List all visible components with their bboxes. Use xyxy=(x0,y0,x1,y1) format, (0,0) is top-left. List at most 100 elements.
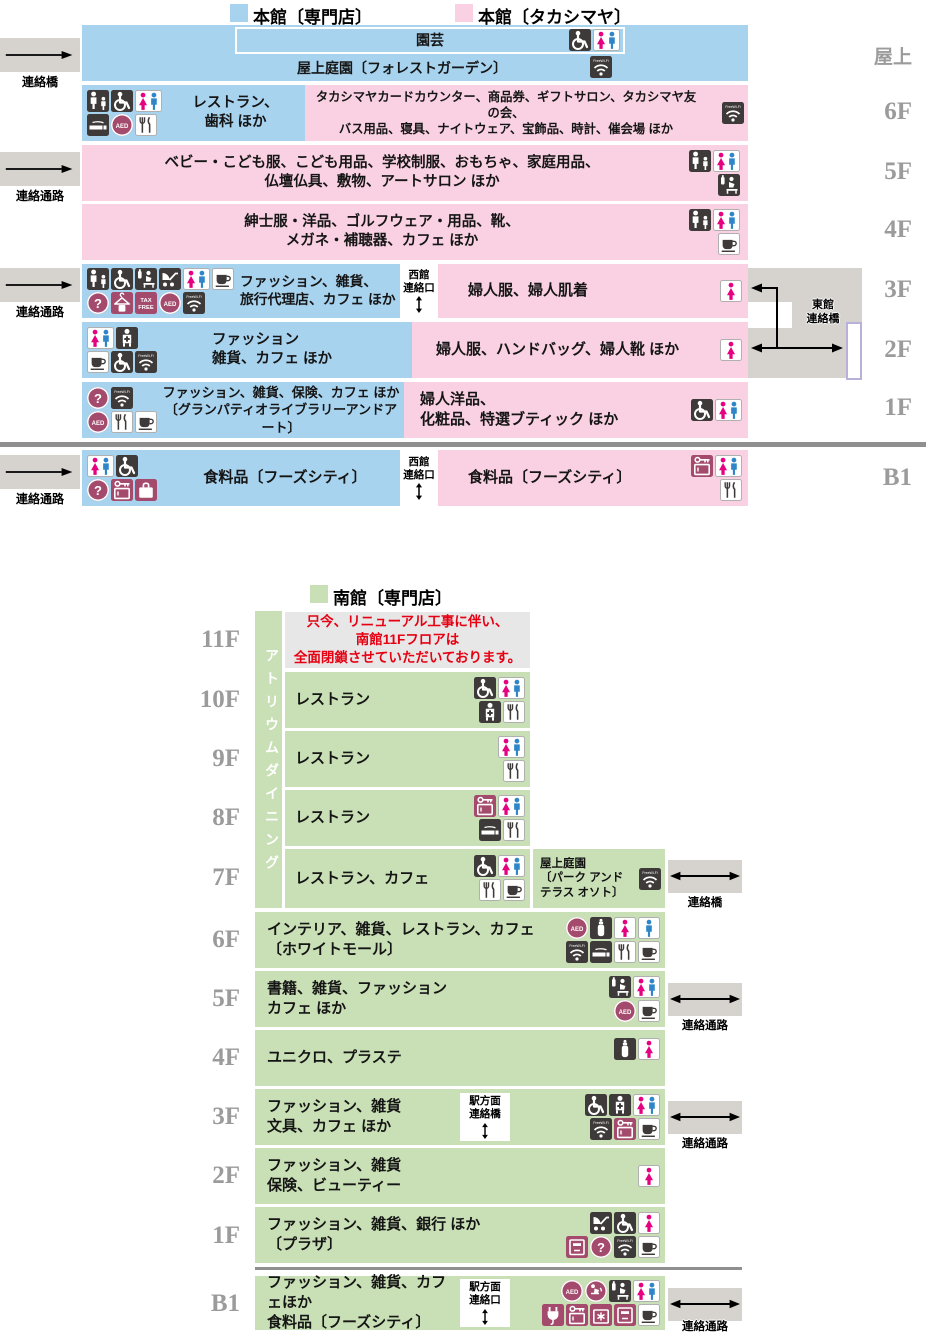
right-arrow-icon xyxy=(5,164,73,174)
main-floor-label-6f: 6F xyxy=(884,98,912,125)
smoking-icon xyxy=(479,819,501,841)
atrium-dining-strip: アトリウムダイニング xyxy=(255,611,282,908)
icon-group: FreeWi-Fi xyxy=(87,327,157,373)
south-floor-label-1f: 1F xyxy=(212,1222,240,1249)
west-gate-label: 西館 連絡口 xyxy=(403,268,435,294)
legend-main-takashimaya: 本館〔タカシマヤ〕 xyxy=(478,8,631,27)
legend-south: 南館〔専門店〕 xyxy=(333,589,452,608)
info-icon: ? xyxy=(87,292,109,314)
double-arrow-icon xyxy=(670,1112,740,1122)
double-arrow-icon xyxy=(670,994,740,1004)
south-7f-garden-text: 屋上庭園 〔パーク アンド テラス オソト〕 xyxy=(540,857,624,899)
connection-5f-passage xyxy=(0,152,80,186)
south-floor-label-11f: 11F xyxy=(201,626,240,653)
icon-group xyxy=(474,795,525,841)
restaurant-icon xyxy=(503,819,525,841)
roof-engei-label: 園芸 xyxy=(416,32,444,49)
south-2f-text: ファッション、雑貨 保険、ビューティー xyxy=(267,1157,402,1194)
svg-text:?: ? xyxy=(597,1240,605,1255)
south-floor-label-3f: 3F xyxy=(212,1103,240,1130)
icon-group: AED xyxy=(542,1280,660,1326)
toilet-mf-icon xyxy=(183,268,210,290)
parent-child-icon xyxy=(689,150,711,172)
restaurant-icon xyxy=(720,479,742,501)
south-floor-5f: 書籍、雑貨、ファッション カフェ ほか AED xyxy=(255,971,665,1027)
cafe-icon xyxy=(638,1304,660,1326)
parent-child-icon xyxy=(87,90,109,112)
double-arrow-icon xyxy=(670,871,740,881)
wifi-icon: FreeWi-Fi xyxy=(111,387,133,409)
cafe-icon xyxy=(135,411,157,433)
aed-icon: AED xyxy=(566,917,588,939)
south-floor-1f: ファッション、雑貨、銀行 ほか 〔プラザ〕 ?FreeWi-Fi xyxy=(255,1207,665,1263)
icon-group xyxy=(691,399,742,421)
main-6f-right-text: タカシマヤカードカウンター、商品券、ギフトサロン、タカシマヤ友の会、 バス用品、… xyxy=(315,89,697,137)
fountain-icon xyxy=(585,1280,607,1302)
south-floor-label-4f: 4F xyxy=(212,1044,240,1071)
main-6f-left-text: レストラン、 歯科 ほか xyxy=(192,94,279,130)
main-floor-label-3f: 3F xyxy=(884,276,912,303)
south-1f-text: ファッション、雑貨、銀行 ほか 〔プラザ〕 xyxy=(267,1216,481,1253)
connection-south-5f-passage xyxy=(668,983,742,1016)
nursing-icon xyxy=(609,976,631,998)
main-b1-right-text: 食料品〔フーズシティ〕 xyxy=(468,469,632,487)
station-gate: 駅方面 連絡口 xyxy=(460,1279,510,1327)
toilet-mf-icon xyxy=(713,150,740,172)
icon-group: AED xyxy=(609,976,660,1022)
toilet-mf-icon xyxy=(633,976,660,998)
locker-flower-icon xyxy=(590,1304,612,1326)
main-4f-text: 紳士服・洋品、ゴルフウェア・用品、靴、 メガネ・補聴器、カフェ ほか xyxy=(244,213,520,249)
atm-icon xyxy=(614,1304,636,1326)
aed-icon: AED xyxy=(111,114,133,136)
west-building-gate: 西館 連絡口 xyxy=(400,450,438,506)
connection-roof-bridge xyxy=(0,38,80,72)
toilet-mf-icon xyxy=(498,855,525,877)
wheelchair-icon xyxy=(111,351,133,373)
nursing-icon xyxy=(718,174,740,196)
south-b1-separator xyxy=(255,1267,742,1270)
south-floor-label-9f: 9F xyxy=(212,745,240,772)
svg-text:FreeWi-Fi: FreeWi-Fi xyxy=(114,390,130,394)
west-gate-label: 西館 連絡口 xyxy=(403,455,435,481)
main-floor-label-5f: 5F xyxy=(884,158,912,185)
locker-key-icon xyxy=(111,479,133,501)
smoking-icon xyxy=(87,114,109,136)
west-building-gate: 西館 連絡口 xyxy=(400,264,438,318)
parent-child-icon xyxy=(689,209,711,231)
toilet-mf-icon xyxy=(633,1094,660,1116)
south-floor-7f: レストラン、カフェ xyxy=(285,849,530,908)
restaurant-icon xyxy=(111,411,133,433)
main-floor-b1: ? 食料品〔フーズシティ〕 西館 連絡口 食料品〔フーズシティ〕 xyxy=(82,450,748,506)
right-arrow-icon xyxy=(5,280,73,290)
atm-icon xyxy=(566,1236,588,1258)
roof-garden-label: 屋上庭園〔フォレストガーデン〕 xyxy=(297,59,507,76)
main-1f-left-text: ファッション、雑貨、保険、カフェ ほか 〔グランパティオライブラリーアンドアート… xyxy=(162,385,400,435)
east-bridge-notch xyxy=(748,302,792,328)
locker-key-icon xyxy=(614,1118,636,1140)
locker-key-icon xyxy=(566,1304,588,1326)
right-arrow-icon xyxy=(5,467,73,477)
legend-swatch-main-takashimaya xyxy=(455,4,473,22)
svg-text:FreeWi-Fi: FreeWi-Fi xyxy=(138,354,154,358)
south-3f-text: ファッション、雑貨 文具、カフェ ほか xyxy=(267,1098,402,1135)
double-arrow-icon xyxy=(670,1299,740,1309)
svg-text:AED: AED xyxy=(619,1010,632,1016)
cafe-icon xyxy=(638,1236,660,1258)
main-floor-label-b1: B1 xyxy=(882,464,912,491)
toilet-mf-icon xyxy=(87,455,114,477)
main-floor-label-1f: 1F xyxy=(884,394,912,421)
info-icon: ? xyxy=(590,1236,612,1258)
south-floor-label-7f: 7F xyxy=(212,864,240,891)
svg-text:AED: AED xyxy=(92,421,105,427)
stroller-icon xyxy=(590,1212,612,1234)
wheelchair-icon xyxy=(111,90,133,112)
south-floor-2f: ファッション、雑貨 保険、ビューティー xyxy=(255,1148,665,1204)
icon-group xyxy=(638,1165,660,1187)
south-floor-label-6f: 6F xyxy=(212,926,240,953)
connection-label: 連絡通路 xyxy=(682,1321,728,1332)
svg-text:TAX: TAX xyxy=(140,298,151,304)
south-11f-notice: 只今、リニューアル工事に伴い、 南館11Fフロアは 全面閉鎖させていただいており… xyxy=(285,612,530,668)
main-3f-left-text: ファッション、雑貨、 旅行代理店、カフェ ほか xyxy=(240,273,396,307)
